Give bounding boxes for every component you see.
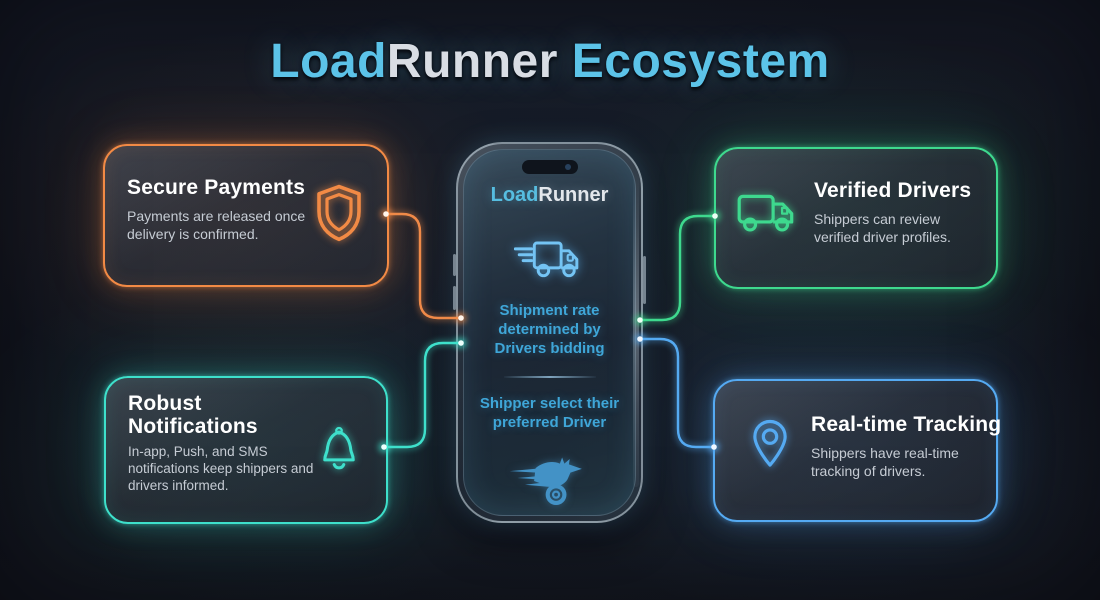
delivery-truck-icon — [513, 241, 578, 278]
app-name-runner: Runner — [538, 184, 609, 206]
phone-mockup: LoadRunner Shipment rate determined by D… — [453, 142, 646, 523]
location-pin-icon — [753, 419, 787, 467]
app-name-load: Load — [490, 184, 539, 206]
title-runner: Runner — [386, 35, 558, 88]
card-secure-payments: Secure Payments Payments are released on… — [103, 144, 389, 287]
phone-screen: LoadRunner Shipment rate determined by D… — [463, 149, 636, 516]
phone-notch — [521, 160, 578, 174]
connector-realtime-tracking — [636, 335, 718, 451]
camera-dot — [564, 164, 571, 170]
roadrunner-logo — [509, 457, 582, 506]
card-title: Real-time Tracking — [811, 413, 1002, 436]
card-description: Shippers can review verified driver prof… — [814, 211, 951, 245]
card-title: Secure Payments — [127, 176, 306, 199]
card-verified-drivers: Verified Drivers Shippers can review ver… — [714, 147, 998, 289]
divider — [503, 376, 596, 378]
connector-verified-drivers — [636, 212, 719, 324]
volume-up-button — [453, 254, 456, 276]
connector-robust-notifications — [380, 339, 465, 451]
feature-bidding: Shipment rate determined by Drivers bidd… — [494, 302, 605, 357]
title-ecosystem: Ecosystem — [557, 35, 830, 88]
card-robust-notifications: Robust Notifications In-app, Push, and S… — [104, 376, 388, 524]
bell-icon — [323, 426, 355, 470]
feature-select-driver: Shipper select their preferred Driver — [479, 395, 620, 431]
title-load: Load — [270, 35, 387, 88]
card-realtime-tracking: Real-time Tracking Shippers have real-ti… — [713, 379, 1002, 522]
volume-down-button — [453, 286, 456, 310]
truck-icon — [737, 194, 794, 232]
power-button — [643, 256, 646, 304]
shield-icon — [317, 184, 361, 242]
card-description: In-app, Push, and SMS notifications keep… — [128, 444, 314, 493]
card-title: Verified Drivers — [814, 179, 972, 202]
card-title: Robust Notifications — [128, 392, 258, 439]
card-description: Payments are released once delivery is c… — [127, 208, 306, 242]
card-description: Shippers have real-time tracking of driv… — [811, 445, 959, 479]
page-title: LoadRunner Ecosystem — [0, 34, 1100, 89]
connector-secure-payments — [382, 210, 465, 322]
app-name: LoadRunner — [464, 184, 635, 207]
